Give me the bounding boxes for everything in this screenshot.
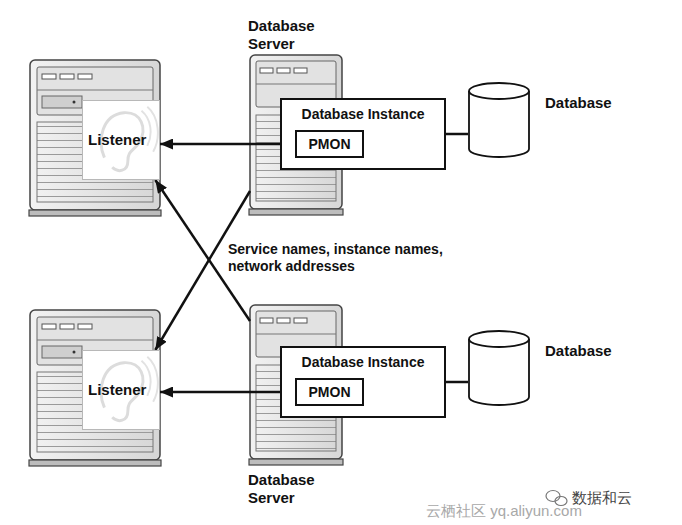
listener-box: Listener bbox=[82, 100, 160, 180]
database-cylinder: Database bbox=[468, 82, 530, 158]
server-label: Database Server bbox=[248, 17, 328, 53]
node-label: Listener bbox=[88, 381, 146, 399]
node-label: Listener bbox=[88, 131, 146, 149]
cylinder-outline bbox=[468, 82, 530, 158]
flow-note: Service names, instance names, network a… bbox=[226, 241, 492, 275]
database-label: Database bbox=[545, 342, 612, 360]
listener-server bbox=[29, 310, 161, 466]
node-label: Database Instance bbox=[282, 354, 444, 371]
database-label: Database bbox=[545, 94, 612, 112]
database-cylinder: Database bbox=[468, 330, 530, 406]
node-label: PMON bbox=[309, 136, 351, 153]
process-box: PMON bbox=[295, 130, 364, 158]
listener-box: Listener bbox=[82, 350, 160, 430]
connector-arrow bbox=[160, 143, 295, 146]
node-label: Database Instance bbox=[282, 106, 444, 123]
watermark: 数据和云 bbox=[570, 489, 664, 507]
process-box: PMON bbox=[295, 378, 364, 406]
connector-arrow bbox=[446, 381, 468, 384]
listener-server bbox=[29, 60, 161, 216]
instance-box: PMON Database Instance bbox=[280, 98, 446, 170]
cylinder-outline bbox=[468, 330, 530, 406]
connector-arrow bbox=[446, 133, 468, 136]
watermark: 云栖社区 yq.aliyun.com bbox=[424, 502, 668, 520]
instance-box: PMON Database Instance bbox=[280, 346, 446, 418]
connector-arrow bbox=[160, 391, 295, 394]
server-label: Database Server bbox=[248, 471, 328, 507]
node-label: PMON bbox=[309, 384, 351, 401]
